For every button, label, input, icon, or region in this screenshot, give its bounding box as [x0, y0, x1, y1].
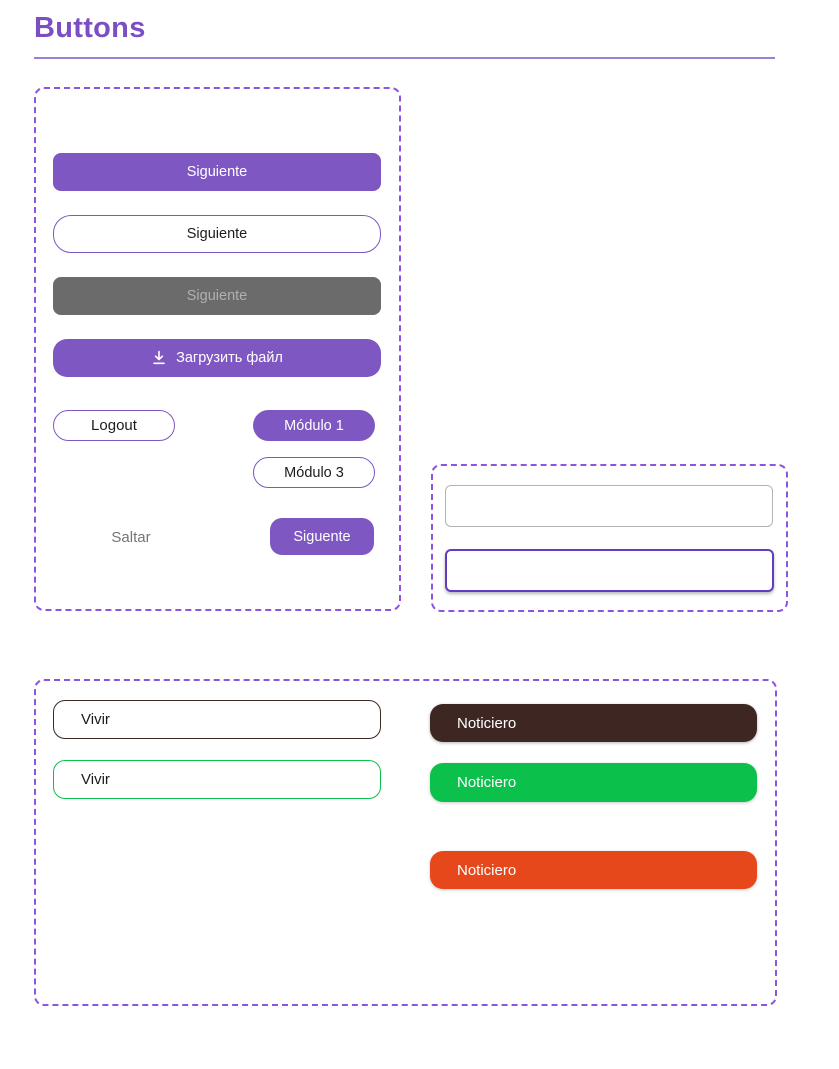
title-divider: [34, 57, 775, 59]
text-input-focused[interactable]: [445, 549, 774, 592]
siguente-button[interactable]: Siguente: [270, 518, 374, 555]
colored-buttons-panel: Vivir Vivir Noticiero Noticiero Noticier…: [34, 679, 777, 1006]
text-input-default[interactable]: [445, 485, 773, 527]
primary-buttons-panel: Siguiente Siguiente Siguiente Загрузить …: [34, 87, 401, 611]
siguiente-disabled-button: Siguiente: [53, 277, 381, 315]
page-title: Buttons: [34, 12, 146, 44]
modulo-1-button[interactable]: Módulo 1: [253, 410, 375, 441]
logout-button[interactable]: Logout: [53, 410, 175, 441]
upload-button-label: Загрузить файл: [176, 350, 283, 366]
vivir-green-outlined-button[interactable]: Vivir: [53, 760, 381, 799]
saltar-text-button[interactable]: Saltar: [79, 526, 183, 548]
modulo-3-button[interactable]: Módulo 3: [253, 457, 375, 488]
vivir-dark-outlined-button[interactable]: Vivir: [53, 700, 381, 739]
upload-file-button[interactable]: Загрузить файл: [53, 339, 381, 377]
noticiero-green-button[interactable]: Noticiero: [430, 763, 757, 802]
download-icon: [151, 350, 167, 366]
inputs-panel: [431, 464, 788, 612]
siguiente-filled-button[interactable]: Siguiente: [53, 153, 381, 191]
noticiero-dark-button[interactable]: Noticiero: [430, 704, 757, 742]
noticiero-orange-button[interactable]: Noticiero: [430, 851, 757, 889]
siguiente-outlined-button[interactable]: Siguiente: [53, 215, 381, 253]
